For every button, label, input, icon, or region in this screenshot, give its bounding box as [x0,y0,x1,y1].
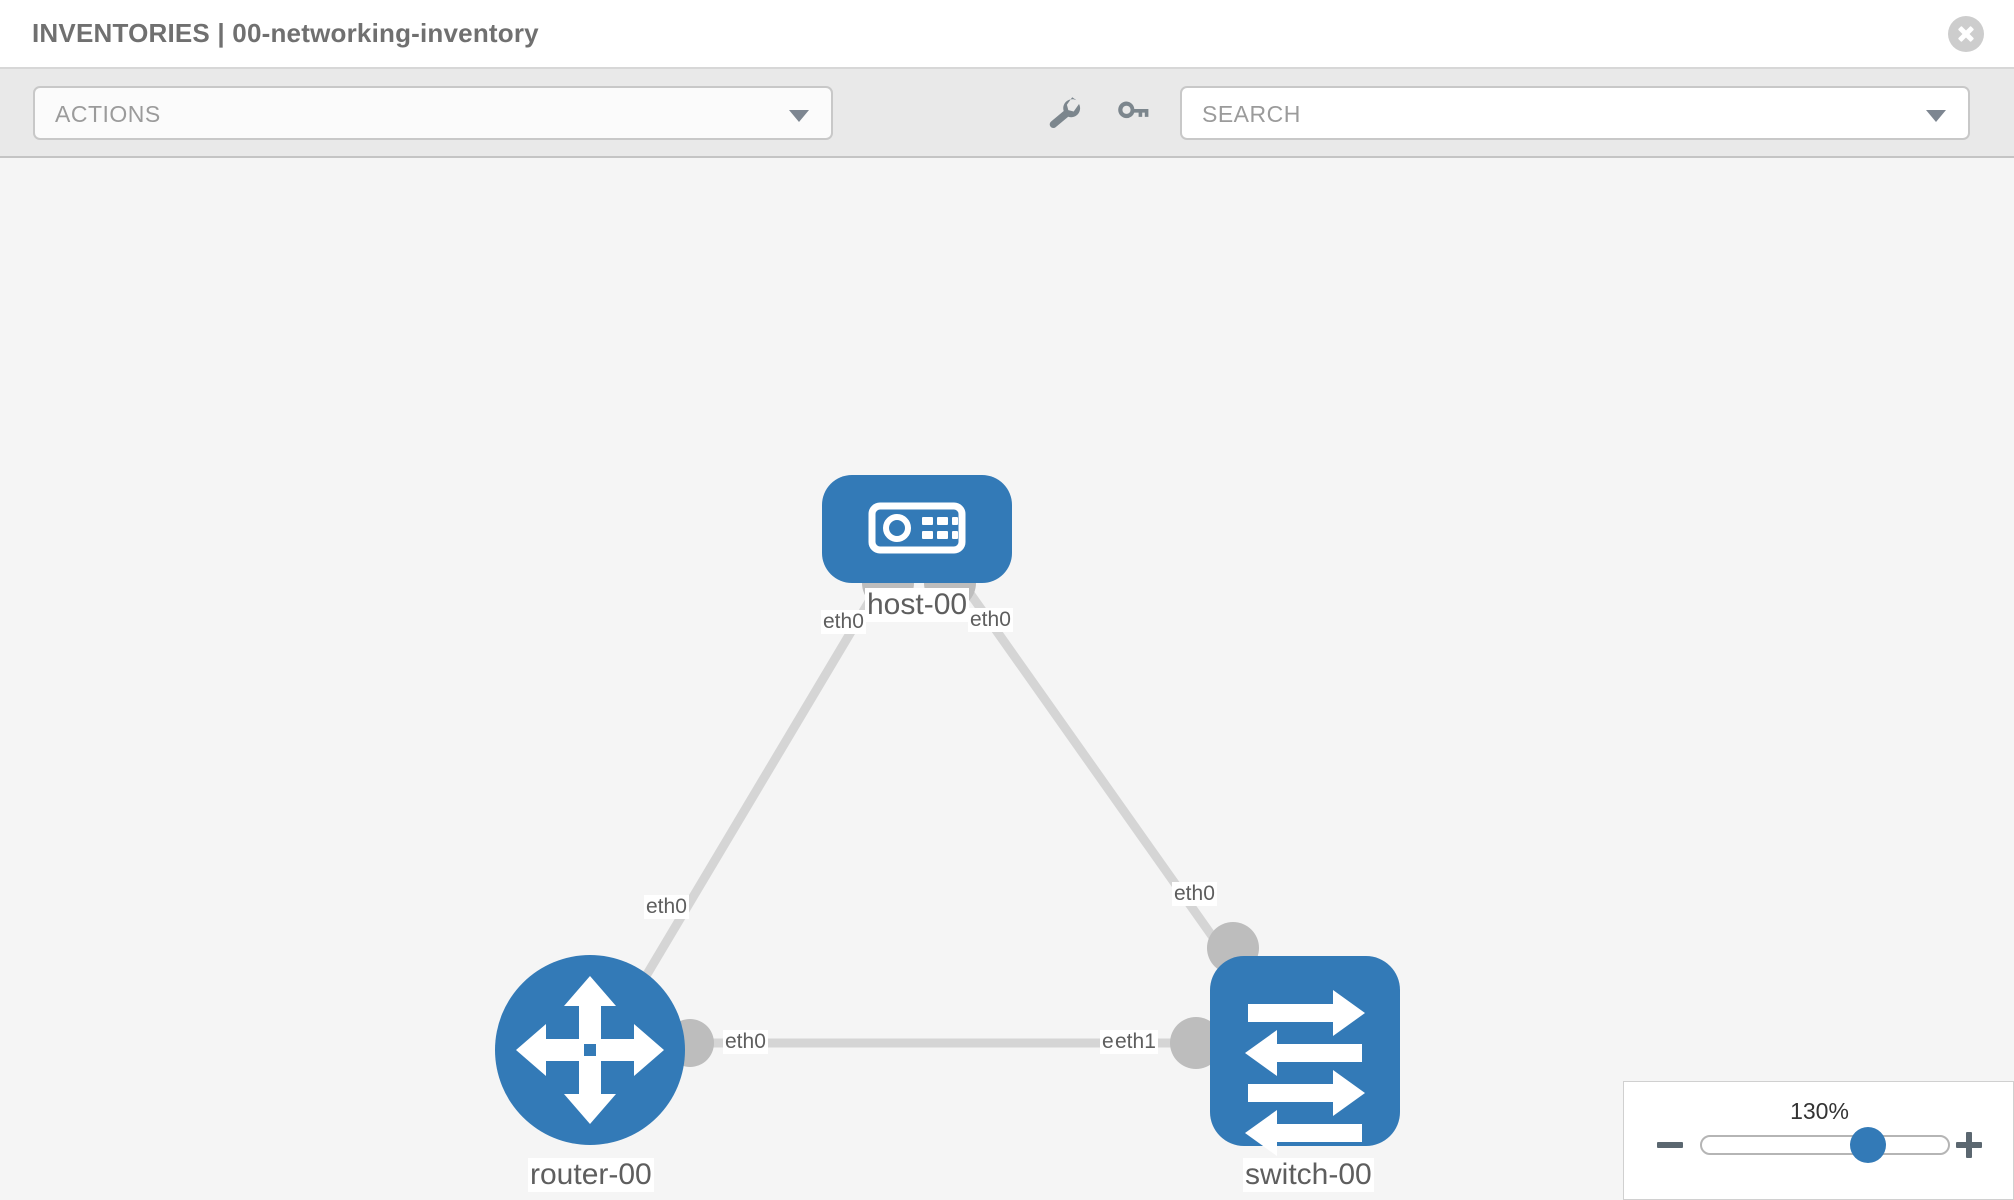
wrench-icon[interactable] [1045,97,1083,131]
search-input[interactable]: SEARCH [1180,86,1970,140]
zoom-slider-thumb[interactable] [1850,1127,1886,1163]
graph-connectors [666,557,1259,1069]
edge-label-switch00-eth1: eth1 [1113,1030,1158,1054]
connector-switch00-left [1170,1017,1222,1069]
node-label-router-00: router-00 [528,1158,654,1192]
toolbar: ACTIONS SEARCH [0,69,2014,158]
edge-label-switch00-uplink: eth0 [1172,882,1217,906]
search-placeholder: SEARCH [1202,101,1301,127]
edge-label-host00-left: eth0 [821,610,866,634]
link-host00-router00 [611,555,899,1031]
zoom-slider-track[interactable] [1700,1135,1950,1155]
zoom-control-panel: 130% [1623,1081,2014,1200]
node-router-00 [495,955,685,1145]
chevron-down-icon [789,110,809,122]
zoom-level-label: 130% [1790,1098,1849,1124]
edge-label-router00-uplink: eth0 [644,895,689,919]
node-switch-00 [1210,956,1400,1156]
page-title: INVENTORIES | 00-networking-inventory [32,18,539,48]
edge-label-router00-eth0: eth0 [723,1030,768,1054]
window-header: INVENTORIES | 00-networking-inventory [0,0,2014,69]
zoom-in-button[interactable] [1954,1130,1984,1160]
node-label-switch-00: switch-00 [1243,1158,1374,1192]
topology-canvas[interactable]: host-00 router-00 switch-00 eth0 eth0 et… [0,158,2014,1200]
edge-label-host00-right: eth0 [968,608,1013,632]
node-host-00 [822,475,1012,583]
actions-dropdown-label: ACTIONS [55,101,161,127]
zoom-out-button[interactable] [1655,1130,1685,1160]
key-icon[interactable] [1113,97,1151,131]
close-icon[interactable] [1948,16,1984,52]
graph-links [611,555,1274,1048]
actions-dropdown[interactable]: ACTIONS [33,86,833,140]
topology-graph [495,475,1400,1156]
node-label-host-00: host-00 [865,588,970,622]
chevron-down-icon[interactable] [1926,110,1946,122]
